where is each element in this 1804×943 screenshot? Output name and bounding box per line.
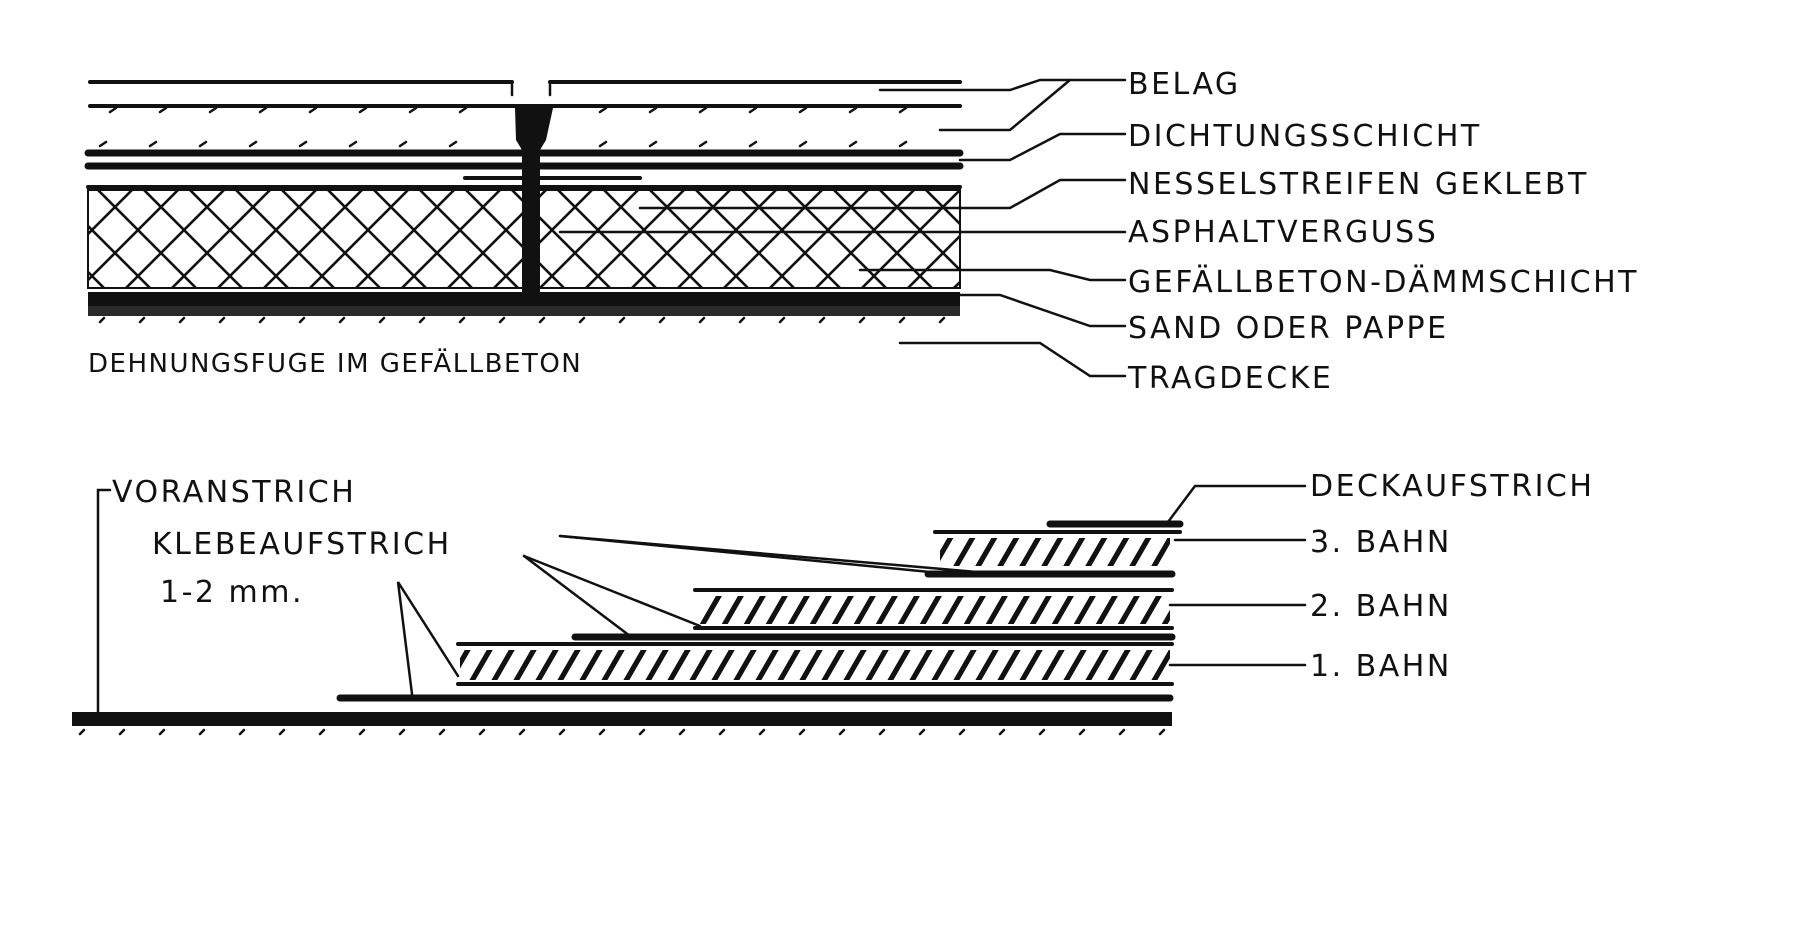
- label-deckaufstrich: DECKAUFSTRICH: [1310, 469, 1594, 504]
- label-dichtungsschicht: DICHTUNGSSCHICHT: [1128, 119, 1482, 154]
- base-slab: [72, 712, 1172, 726]
- label-bahn3: 3. BAHN: [1310, 525, 1452, 560]
- label-tragdecke: TRAGDECKE: [1127, 361, 1333, 396]
- leader-klebeaufstrich-3: [522, 554, 702, 628]
- expansion-joint-detail: DEHNUNGSFUGE IM GEFÄLLBETON BELAG DICHTU…: [84, 67, 1639, 396]
- membrane-layering-detail: VORANSTRICH KLEBEAUFSTRICH 1-2 mm. DECKA…: [72, 469, 1594, 736]
- label-sand-oder-pappe: SAND ODER PAPPE: [1128, 311, 1449, 346]
- sand-layer: [88, 292, 960, 306]
- detail-caption: DEHNUNGSFUGE IM GEFÄLLBETON: [88, 347, 582, 379]
- leader-belag-2: [938, 78, 1072, 132]
- leader-deckaufstrich: [1166, 484, 1307, 524]
- label-nesselstreifen: NESSELSTREIFEN GEKLEBT: [1128, 167, 1589, 202]
- leader-dichtungsschicht: [958, 132, 1127, 162]
- leader-belag: [878, 78, 1127, 92]
- label-asphaltverguss: ASPHALTVERGUSS: [1128, 215, 1438, 250]
- label-gefaellbeton: GEFÄLLBETON-DÄMMSCHICHT: [1128, 264, 1639, 300]
- leader-sand: [958, 293, 1127, 328]
- bahn1-membrane: [460, 650, 1170, 680]
- label-klebeaufstrich: KLEBEAUFSTRICH: [152, 527, 452, 562]
- base-slab-ticks: [78, 728, 1166, 736]
- leader-tragdecke: [898, 341, 1127, 378]
- label-thickness: 1-2 mm.: [160, 575, 304, 610]
- bahn3-membrane: [940, 538, 1170, 566]
- sealing-texture-ticks: [98, 140, 908, 148]
- asphalt-joint-fill: [515, 108, 553, 292]
- bahn2-membrane: [700, 596, 1170, 624]
- leader-gefaellbeton: [858, 268, 1127, 282]
- leader-nesselstreifen: [638, 178, 1127, 210]
- leader-klebeaufstrich-2: [522, 554, 632, 638]
- slab-texture-ticks: [98, 316, 946, 324]
- label-belag: BELAG: [1128, 67, 1241, 102]
- label-bahn1: 1. BAHN: [1310, 649, 1452, 684]
- label-voranstrich: VORANSTRICH: [112, 475, 356, 510]
- leader-klebeaufstrich-1: [396, 581, 460, 696]
- belag-texture-ticks: [108, 106, 908, 114]
- leader-voranstrich: [96, 488, 112, 714]
- structural-slab-top: [88, 306, 960, 316]
- leader-klebeaufstrich-5: [558, 534, 1002, 576]
- label-bahn2: 2. BAHN: [1310, 589, 1452, 624]
